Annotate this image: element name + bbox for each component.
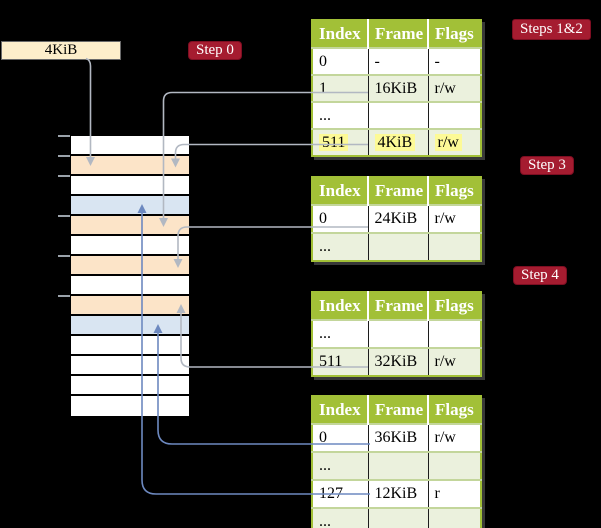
memory-row-12 (71, 376, 189, 396)
steps-1-2-badge: Steps 1&2 (512, 19, 591, 40)
cell-value: ... (319, 238, 331, 255)
cell-value: 12KiB (374, 485, 418, 502)
column-header: Frame (367, 292, 428, 320)
address-tick (58, 175, 70, 177)
address-tick (58, 295, 70, 297)
cell-value: - (374, 52, 380, 70)
page-table-level4: Index Frame Flags 0 36KiB r/w ... 127 12… (311, 395, 482, 528)
cell-value: ... (319, 513, 331, 528)
step-4-badge: Step 4 (513, 266, 567, 285)
memory-row-8 (71, 296, 189, 316)
column-header: Index (312, 292, 368, 320)
table-header-row: Index Frame Flags (312, 20, 481, 48)
cell-value: r/w (434, 353, 456, 370)
page-table-level2: Index Frame Flags 0 24KiB r/w ... (311, 176, 482, 262)
memory-row-10 (71, 336, 189, 356)
cell-value: - (434, 52, 440, 70)
table-row-highlighted: 511 4KiB r/w (312, 128, 481, 156)
address-tick (58, 215, 70, 217)
address-tick (58, 135, 70, 137)
table-row: 511 32KiB r/w (312, 347, 481, 376)
cell-value: 127 (319, 485, 343, 502)
table-header-row: Index Frame Flags (312, 292, 481, 320)
memory-row-9 (71, 316, 189, 336)
memory-row-6 (71, 256, 189, 276)
cell-value: 511 (319, 353, 343, 370)
table-row: ... (312, 101, 481, 129)
memory-row-0 (71, 136, 189, 156)
table-header-row: Index Frame Flags (312, 396, 481, 424)
table-row: ... (312, 232, 481, 261)
table-row: 1 16KiB r/w (312, 74, 481, 102)
cell-value: r/w (434, 210, 456, 227)
table-row: 0 36KiB r/w (312, 423, 481, 452)
table-row: 0 - - (312, 47, 481, 75)
cell-value: r (434, 485, 440, 502)
cell-value: ... (319, 325, 331, 342)
memory-stack (71, 136, 189, 416)
step-0-label: Step 0 (196, 42, 234, 58)
memory-row-2 (71, 176, 189, 196)
memory-row-7 (71, 276, 189, 296)
step-0-badge: Step 0 (188, 41, 242, 60)
cell-value: 16KiB (374, 79, 418, 97)
cell-value-highlighted: r/w (434, 133, 462, 151)
cell-value-highlighted: 4KiB (374, 133, 416, 151)
cell-value: r/w (434, 429, 456, 446)
column-header: Index (312, 20, 368, 48)
memory-row-1 (71, 156, 189, 176)
column-header: Flags (427, 396, 481, 424)
cell-value: ... (319, 457, 331, 474)
column-header: Flags (427, 20, 481, 48)
address-tick (58, 255, 70, 257)
table-row: 0 24KiB r/w (312, 204, 481, 233)
table-row: ... (312, 319, 481, 348)
column-header: Index (312, 396, 368, 424)
cell-value: 0 (319, 429, 327, 446)
step-3-label: Step 3 (528, 157, 566, 173)
table-row: 127 12KiB r (312, 479, 481, 508)
memory-row-11 (71, 356, 189, 376)
column-header: Index (312, 177, 368, 205)
cell-value: 36KiB (374, 429, 418, 446)
column-header: Frame (367, 20, 428, 48)
memory-row-5 (71, 236, 189, 256)
column-header: Flags (427, 292, 481, 320)
table-header-row: Index Frame Flags (312, 177, 481, 205)
page-table-level3: Index Frame Flags ... 511 32KiB r/w (311, 291, 482, 377)
cell-value-highlighted: 511 (319, 133, 349, 151)
column-header: Flags (427, 177, 481, 205)
cell-value: 1 (319, 79, 327, 97)
page-table-base-box: 4KiB (1, 41, 121, 60)
cell-value: 0 (319, 210, 327, 227)
table-row: ... (312, 451, 481, 480)
page-table-level1: Index Frame Flags 0 - - 1 16KiB r/w ... … (311, 19, 482, 157)
page-table-base-label: 4KiB (44, 42, 78, 58)
cell-value: 24KiB (374, 210, 418, 227)
cell-value: 32KiB (374, 353, 418, 370)
table-row: ... (312, 507, 481, 528)
steps-1-2-label: Steps 1&2 (520, 21, 583, 37)
memory-row-13 (71, 396, 189, 416)
address-tick (58, 155, 70, 157)
memory-row-4 (71, 216, 189, 236)
step-3-badge: Step 3 (520, 156, 574, 175)
column-header: Frame (367, 396, 428, 424)
cell-value: 0 (319, 52, 327, 70)
cell-value: ... (319, 106, 331, 124)
step-4-label: Step 4 (521, 267, 559, 283)
memory-row-3 (71, 196, 189, 216)
column-header: Frame (367, 177, 428, 205)
cell-value: r/w (434, 79, 456, 97)
